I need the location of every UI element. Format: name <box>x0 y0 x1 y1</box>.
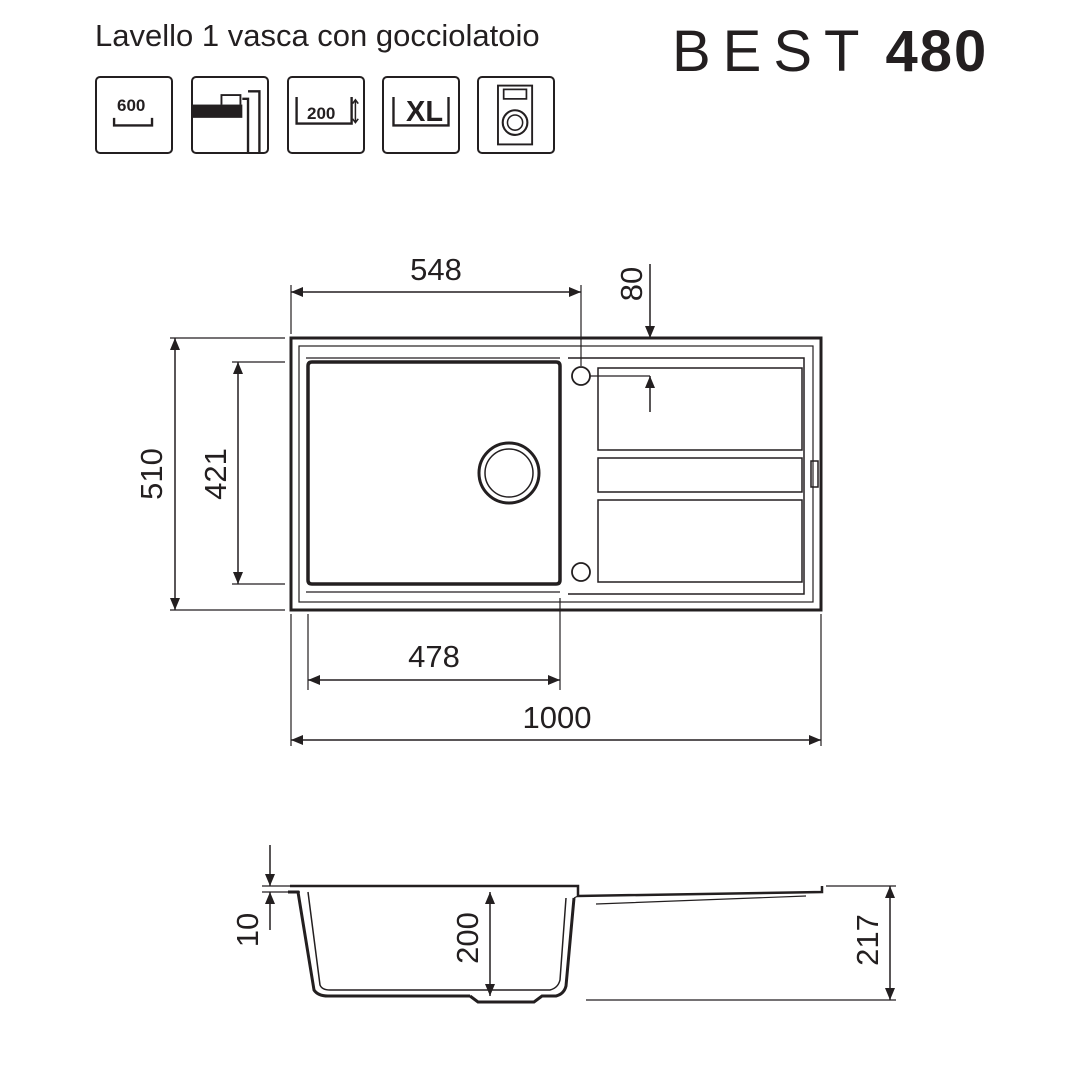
dim-label-510: 510 <box>134 448 169 500</box>
sink-outline-top <box>289 336 823 612</box>
bowl-outline <box>306 360 562 586</box>
dim-label-478: 478 <box>408 639 460 674</box>
bowl-depth-label: 200 <box>307 104 336 123</box>
mounting-profile-icon <box>191 76 269 154</box>
dim-label-1000: 1000 <box>523 700 592 735</box>
dim-label-80: 80 <box>614 267 649 301</box>
dim-label-548: 548 <box>410 252 462 287</box>
drain-inner <box>484 448 534 498</box>
xl-label: XL <box>406 96 444 128</box>
drainer-rib-2 <box>597 457 803 493</box>
bowl-depth-200-icon: 200 <box>287 76 365 154</box>
xl-bowl-icon: XL <box>382 76 460 154</box>
dishwasher-icon <box>477 76 555 154</box>
clip-slot <box>810 460 819 488</box>
dim-label-421: 421 <box>198 448 233 500</box>
drainer-outline <box>568 357 805 595</box>
drain-outer <box>477 441 541 505</box>
cabinet-width-label: 600 <box>117 96 146 115</box>
overflow-hole <box>571 562 591 582</box>
drainer-rib-3 <box>597 499 803 583</box>
brand-model: 480 <box>885 19 989 84</box>
product-description: Lavello 1 vasca con gocciolatoio <box>95 18 540 53</box>
brand-name: BEST <box>672 19 872 84</box>
drainer-rib-1 <box>597 367 803 451</box>
tap-hole <box>571 366 591 386</box>
dim-label-200: 200 <box>450 912 485 964</box>
dim-label-217: 217 <box>850 914 885 966</box>
sink-outline-section <box>290 884 824 898</box>
cabinet-600-icon: 600 <box>95 76 173 154</box>
sink-inner-edge <box>298 345 814 603</box>
dim-label-10: 10 <box>230 913 265 947</box>
